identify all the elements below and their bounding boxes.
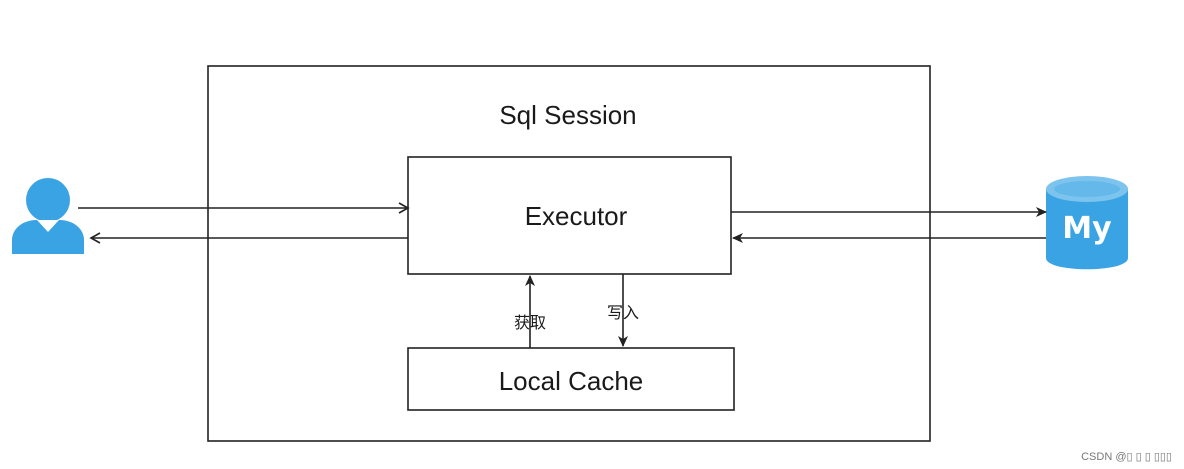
cache-write-label: 写入 xyxy=(607,303,639,322)
watermark: CSDN @▯ ▯ ▯ ▯▯▯ xyxy=(1081,451,1172,463)
executor-box xyxy=(407,156,732,275)
local-cache-box xyxy=(407,347,735,411)
local-cache-label: Local Cache xyxy=(499,366,644,396)
user-icon xyxy=(12,178,84,254)
sql-session-title: Sql Session xyxy=(499,100,636,130)
database-logo-text: My xyxy=(1062,211,1112,246)
cache-read-label: 获取 xyxy=(514,313,546,332)
mysql-database-icon: My xyxy=(1046,176,1128,270)
executor-label: Executor xyxy=(525,201,628,231)
